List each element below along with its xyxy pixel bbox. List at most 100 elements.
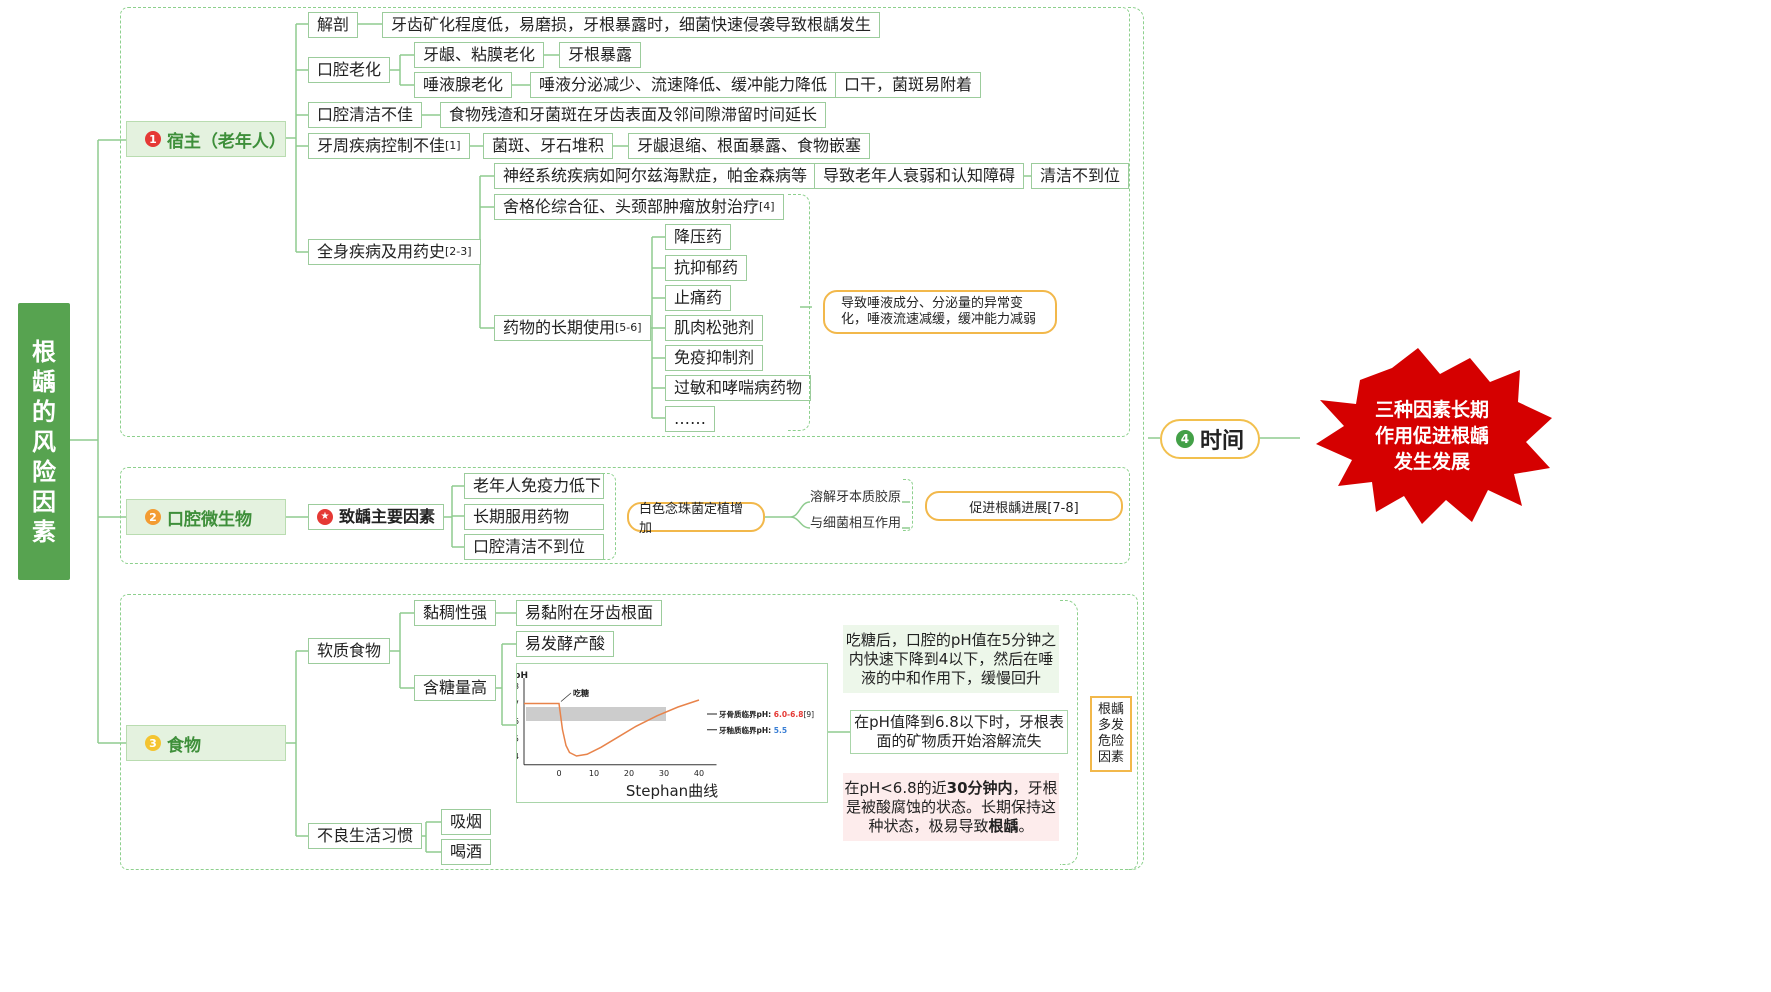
drug-item[interactable]: 免疫抑制剂 — [665, 345, 764, 371]
drug-item[interactable]: 止痛药 — [665, 285, 732, 311]
node-label: 肌肉松弛剂 — [674, 318, 755, 337]
node-cognitive[interactable]: 导致老年人衰弱和认知障碍 — [814, 163, 1025, 189]
node-sticky[interactable]: 黏稠性强 — [414, 600, 497, 626]
node-food-retention[interactable]: 食物残渣和牙菌斑在牙齿表面及邻间隙滞留时间延长 — [440, 102, 827, 128]
node-label: 牙根暴露 — [568, 45, 633, 64]
node-anatomy[interactable]: 解剖 — [308, 12, 359, 38]
node-poor-cleaning[interactable]: 口腔清洁不佳 — [308, 102, 423, 128]
node-root-exposure[interactable]: 牙根暴露 — [559, 42, 642, 68]
x-tick-label: 10 — [589, 769, 599, 776]
node-saliva-gland[interactable]: 唾液腺老化 — [414, 72, 513, 98]
node-label: 促进根龋进展[7-8] — [969, 500, 1079, 516]
annotation-leader — [560, 692, 572, 702]
y-axis-label: pH — [517, 671, 528, 681]
ph-curve-line — [524, 699, 700, 757]
outcome-line: 发生发展 — [1393, 451, 1470, 473]
note-mineral-loss[interactable]: 在pH值降到6.8以下时，牙根表面的矿物质开始溶解流失 — [850, 710, 1068, 754]
node-high-sugar[interactable]: 含糖量高 — [414, 675, 497, 701]
node-progress[interactable]: 促进根龋进展[7-8] — [925, 491, 1123, 521]
side-label-risk: 根龋多发危险因素 — [1090, 696, 1132, 772]
node-label: 全身疾病及用药史 — [317, 242, 446, 261]
node-cleaning-insufficient[interactable]: 清洁不到位 — [1031, 163, 1130, 189]
drug-item[interactable]: 过敏和哮喘病药物 — [665, 375, 812, 401]
node-label: 牙齿矿化程度低，易磨损，牙根暴露时，细菌快速侵袭导致根龋发生 — [391, 15, 872, 34]
microbe-cause[interactable]: 老年人免疫力低下 — [464, 473, 604, 499]
critical-ph-band — [526, 707, 666, 721]
note-text: 在pH<6.8的近30分钟内，牙根是被酸腐蚀的状态。长期保持这种状态，极易导致根… — [843, 779, 1059, 836]
microbe-cause[interactable]: 长期服用药物 — [464, 504, 604, 530]
node-label: 神经系统疾病如阿尔兹海默症，帕金森病等 — [503, 166, 808, 185]
node-soft-food[interactable]: 软质食物 — [308, 638, 391, 664]
drug-item[interactable]: 降压药 — [665, 224, 732, 250]
node-neuro-disease[interactable]: 神经系统疾病如阿尔兹海默症，帕金森病等 — [494, 163, 817, 189]
category-host-label: 宿主（老年人） — [166, 131, 286, 152]
node-label: 软质食物 — [317, 641, 382, 660]
side-label-text: 根龋多发危险因素 — [1097, 702, 1124, 765]
microbe-cause[interactable]: 口腔清洁不到位 — [464, 534, 604, 560]
node-label: 抗抑郁药 — [674, 258, 739, 277]
node-main-factor[interactable]: ★ 致龋主要因素 — [308, 504, 445, 530]
host-group-box — [120, 7, 1130, 437]
habit-item[interactable]: 喝酒 — [441, 839, 492, 865]
node-label: 含糖量高 — [423, 678, 488, 697]
note-text: 在pH值降到6.8以下时，牙根表面的矿物质开始溶解流失 — [854, 713, 1064, 750]
node-adhere[interactable]: 易黏附在牙齿根面 — [516, 600, 663, 626]
category-host[interactable]: 1 宿主（老年人） — [126, 121, 286, 157]
note-part: 。 — [1018, 816, 1034, 835]
node-label: 黏稠性强 — [423, 603, 488, 622]
number-badge-2: 2 — [145, 509, 161, 525]
category-food[interactable]: 3 食物 — [126, 725, 286, 761]
habit-item[interactable]: 吸烟 — [441, 809, 492, 835]
outcome-starburst — [1316, 348, 1552, 524]
category-microbe[interactable]: 2 口腔微生物 — [126, 499, 286, 535]
node-bad-habits[interactable]: 不良生活习惯 — [308, 823, 423, 849]
node-gum-aging[interactable]: 牙龈、粘膜老化 — [414, 42, 545, 68]
node-candida[interactable]: 白色念珠菌定植增加 — [627, 502, 765, 536]
y-tick-label: 6 — [517, 717, 519, 726]
note-emphasis: 30分钟内 — [946, 778, 1013, 797]
node-systemic[interactable]: 全身疾病及用药史[2-3] — [308, 239, 481, 265]
node-gum-recession[interactable]: 牙龈退缩、根面暴露、食物嵌塞 — [628, 133, 871, 159]
node-periodontal[interactable]: 牙周疾病控制不佳[1] — [308, 133, 470, 159]
note-acid-state: 在pH<6.8的近30分钟内，牙根是被酸腐蚀的状态。长期保持这种状态，极易导致根… — [843, 773, 1059, 841]
node-label: 过敏和哮喘病药物 — [674, 378, 803, 397]
node-label: 牙周疾病控制不佳 — [317, 136, 446, 155]
y-tick-label: 5 — [517, 735, 519, 744]
node-ferment[interactable]: 易发酵产酸 — [516, 631, 615, 657]
stephan-chart: pH45678010203040时间吃糖牙骨质临界pH: 6.0-6.8[9]牙… — [517, 671, 814, 776]
node-label: 牙龈、粘膜老化 — [423, 45, 536, 64]
node-oral-aging[interactable]: 口腔老化 — [308, 57, 391, 83]
saliva-effect-note[interactable]: 导致唾液成分、分泌量的异常变化，唾液流速减缓，缓冲能力减弱 — [823, 290, 1057, 334]
number-badge-3: 3 — [145, 735, 161, 751]
node-label: 致龋主要因素 — [339, 507, 436, 526]
reference: [2-3] — [445, 245, 472, 258]
node-dry-mouth[interactable]: 口干，菌斑易附着 — [835, 72, 982, 98]
time-node[interactable]: 4 时间 — [1160, 419, 1260, 459]
note-text: 导致唾液成分、分泌量的异常变化，唾液流速减缓，缓冲能力减弱 — [841, 296, 1037, 327]
node-label: 老年人免疫力低下 — [473, 476, 602, 495]
node-label: 牙龈退缩、根面暴露、食物嵌塞 — [637, 136, 862, 155]
node-label: 食物残渣和牙菌斑在牙齿表面及邻间隙滞留时间延长 — [449, 105, 818, 124]
drug-item[interactable]: 肌肉松弛剂 — [665, 315, 764, 341]
node-label: 长期服用药物 — [473, 507, 570, 526]
node-sjogren[interactable]: 舍格伦综合征、头颈部肿瘤放射治疗[4] — [494, 194, 784, 220]
drug-item[interactable]: 抗抑郁药 — [665, 255, 748, 281]
stephan-chart-box: pH45678010203040时间吃糖牙骨质临界pH: 6.0-6.8[9]牙… — [516, 663, 828, 803]
root-node: 根 龋 的 风 险 因 素 — [18, 303, 70, 580]
drug-item[interactable]: …… — [665, 406, 715, 432]
note-sugar-ph: 吃糖后，口腔的pH值在5分钟之内快速下降到4以下，然后在唾液的中和作用下，缓慢回… — [843, 625, 1059, 693]
node-label: …… — [674, 409, 706, 428]
node-anatomy-detail[interactable]: 牙齿矿化程度低，易磨损，牙根暴露时，细菌快速侵袭导致根龋发生 — [382, 12, 881, 38]
node-plaque[interactable]: 菌斑、牙石堆积 — [483, 133, 614, 159]
x-tick-label: 0 — [556, 769, 561, 776]
node-label: 唾液腺老化 — [423, 75, 504, 94]
node-long-term-drugs[interactable]: 药物的长期使用[5-6] — [494, 315, 651, 341]
node-saliva-reduction[interactable]: 唾液分泌减少、流速降低、缓冲能力降低 — [530, 72, 837, 98]
node-label: 口腔清洁不佳 — [317, 105, 414, 124]
outcome-line: 三种因素长期 — [1374, 399, 1489, 421]
number-badge-4: 4 — [1175, 430, 1194, 448]
node-label: 口腔老化 — [317, 60, 382, 79]
candida-action: 溶解牙本质胶原 — [810, 490, 902, 505]
microbe-group-box — [120, 467, 1130, 564]
node-label: 止痛药 — [674, 288, 723, 307]
